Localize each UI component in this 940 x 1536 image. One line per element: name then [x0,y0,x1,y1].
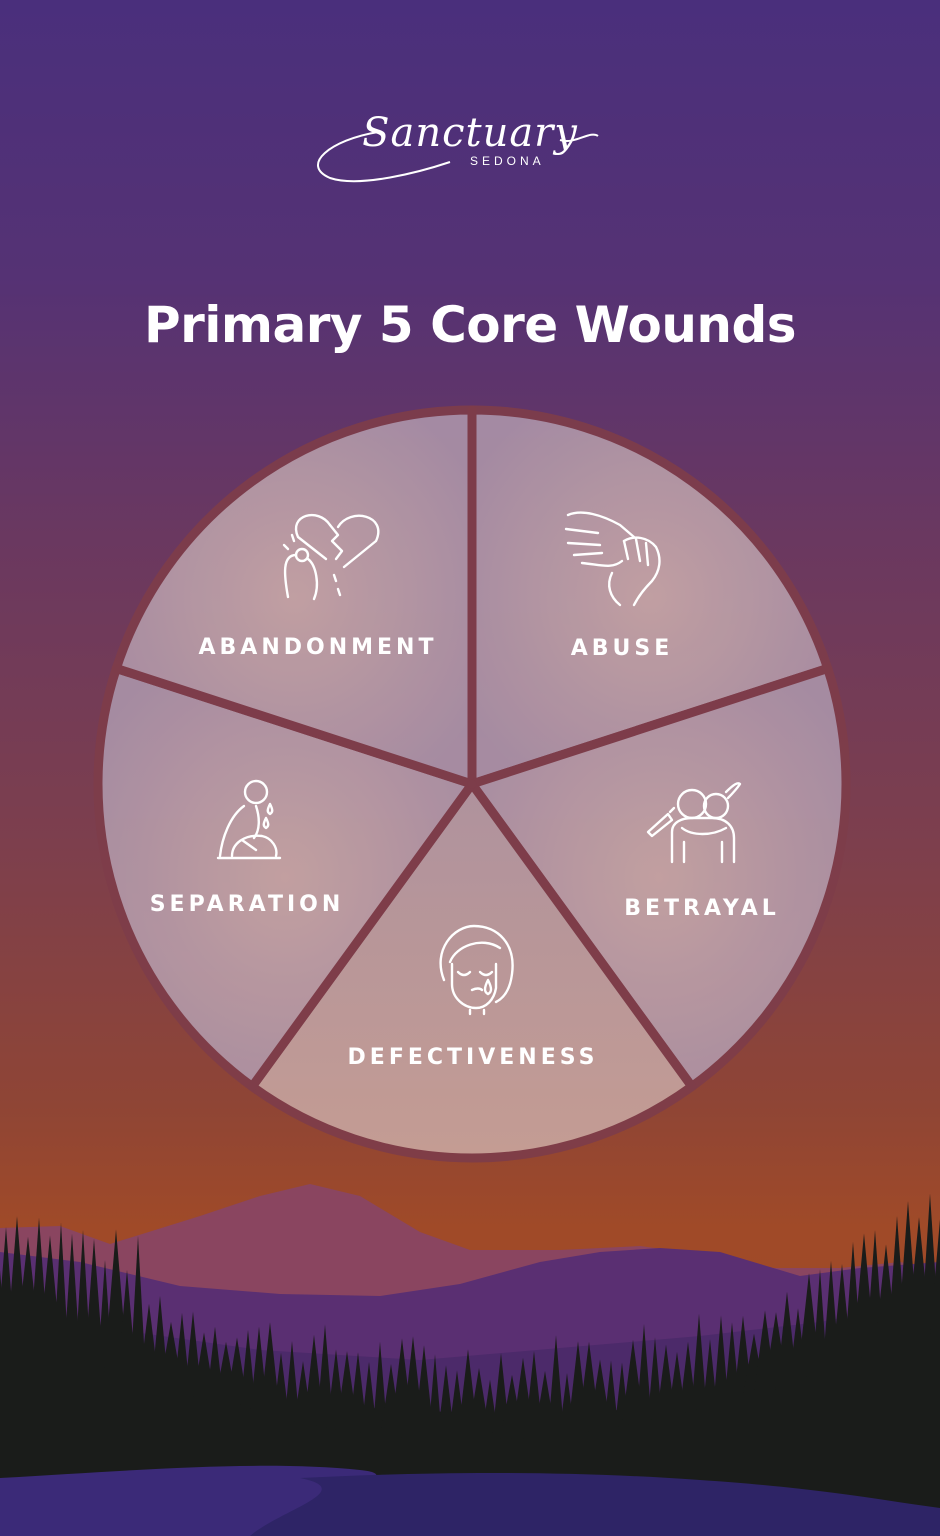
page-title: Primary 5 Core Wounds [143,296,797,354]
tree-icon [603,1360,619,1429]
person-alone-crying-icon [216,779,282,860]
wound-label-abandonment: ABANDONMENT [199,635,438,660]
wound-label-defectiveness: DEFECTIVENESS [348,1045,599,1070]
tree-icon [691,1313,707,1410]
segment-abandonment [111,405,477,789]
tree-icon [130,1235,146,1379]
tree-icon [360,1361,378,1434]
logo-location: SEDONA [470,154,545,168]
tree-icon [284,1340,300,1422]
sad-face-tear-icon [439,924,514,1016]
hug-with-knife-icon [646,782,742,864]
river-bank [250,1473,940,1536]
segment-separation [93,663,477,1092]
wound-label-separation: SEPARATION [150,892,345,917]
hand-grabbing-wrist-icon [564,511,661,607]
tree-icon [348,1352,368,1433]
broken-heart-crying-icon [282,514,380,601]
wound-label-abuse: ABUSE [571,636,674,661]
segment-betrayal [467,663,851,1092]
wheel-segments [93,405,851,1163]
tree-icon [647,1337,663,1420]
tree-icon [173,1312,191,1393]
wound-label-betrayal: BETRAYAL [624,896,780,921]
logo-swash-icon [317,131,599,183]
tree-icon [84,1238,104,1364]
tree-icon [437,1365,455,1440]
logo-wordmark: Sanctuary [362,110,578,156]
tree-icon [702,1339,718,1407]
tree-icon [547,1335,565,1436]
tree-icon [930,1219,940,1330]
tree-icon [713,1315,729,1404]
tree-icon [636,1323,652,1422]
tree-icon [413,1345,435,1439]
brand-logo: Sanctuary SEDONA [0,110,940,190]
segment-defectiveness [247,779,697,1163]
tree-icon [316,1324,334,1428]
tree-icon [427,1354,443,1440]
tree-icon [63,1233,81,1357]
tree-icon [812,1269,828,1373]
tree-icon [239,1329,257,1412]
tree-icon [372,1341,388,1436]
tree-icon [272,1352,290,1419]
tree-icon [259,1322,281,1417]
segment-abuse [467,405,833,789]
tree-icon [53,1222,69,1353]
tree-icon [75,1229,91,1361]
tree-icon [117,1269,137,1376]
tree-icon [679,1341,697,1413]
